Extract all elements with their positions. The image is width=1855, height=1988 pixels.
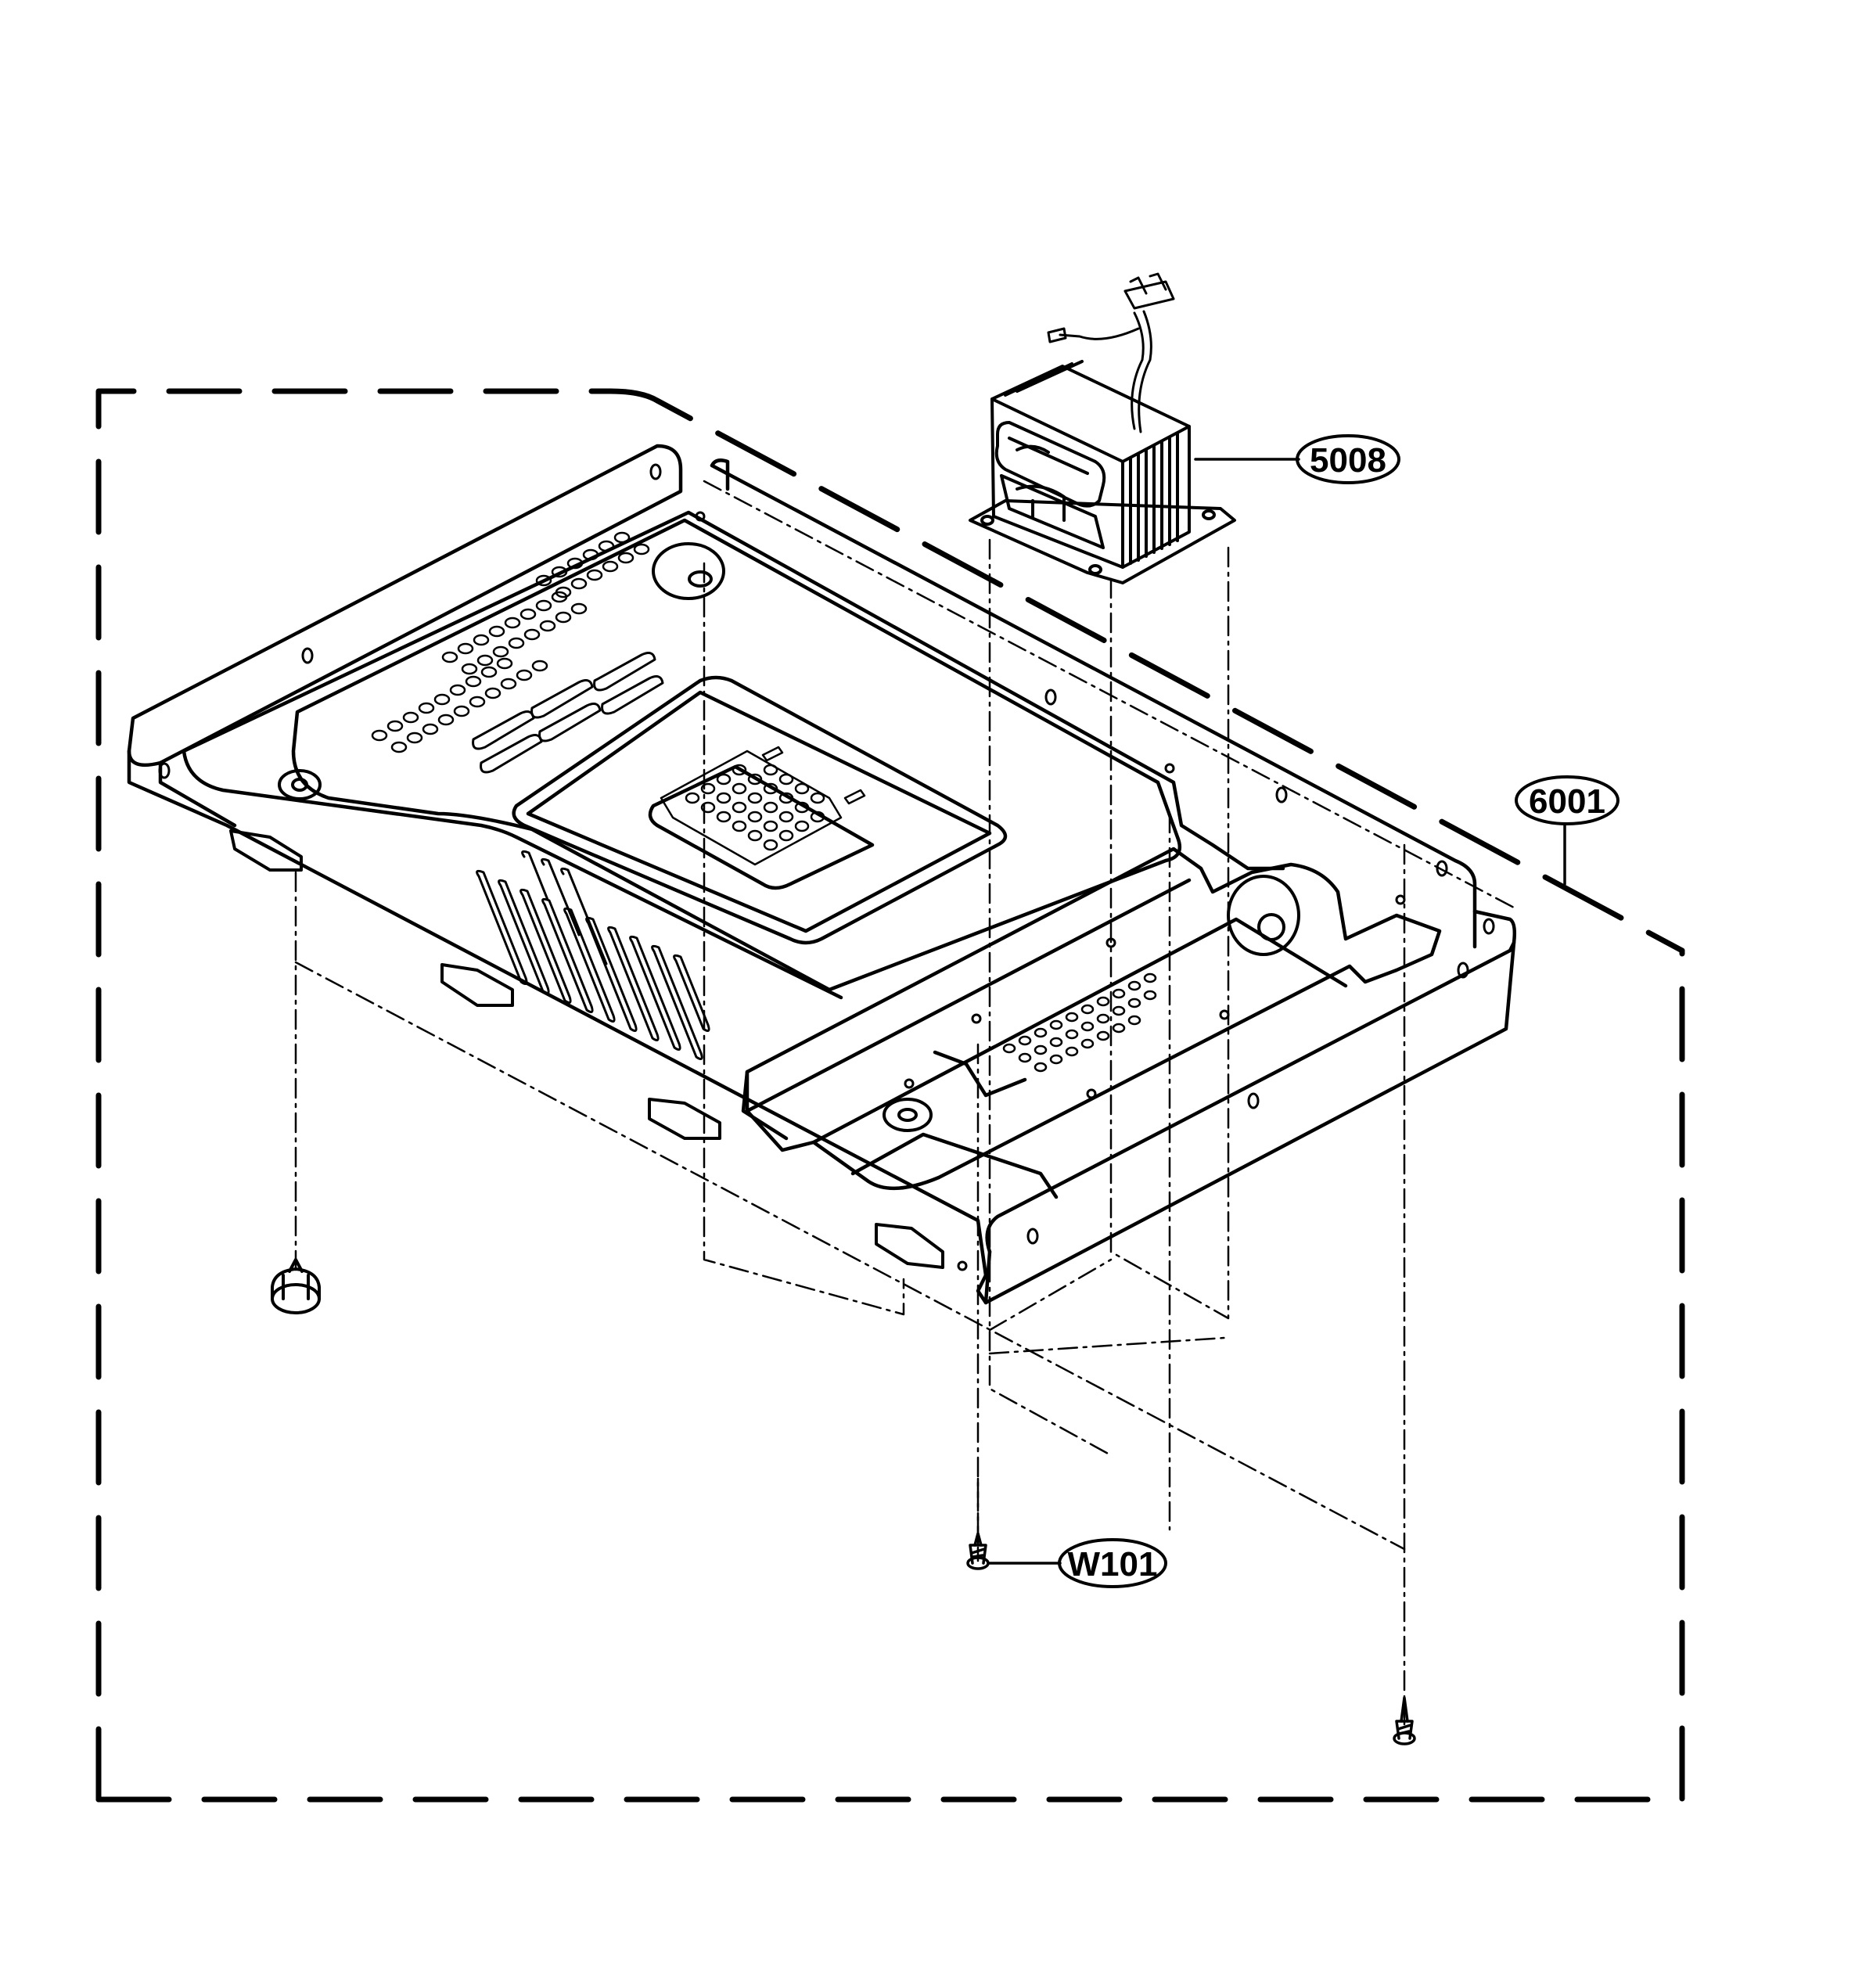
rubber-foot [271, 1258, 321, 1314]
base-plate [127, 444, 1517, 1305]
callout-6001: 6001 [1515, 775, 1620, 825]
screw-w101 [966, 1532, 990, 1570]
callout-leaders [988, 458, 1566, 1565]
assembly-boundary-frame [95, 388, 1685, 1803]
louvres-front-left [476, 850, 710, 1061]
screw-right [1393, 1696, 1416, 1745]
vent-holes-right [1002, 972, 1157, 1073]
vent-slots-left [472, 652, 664, 774]
assembly-lines [294, 480, 1515, 1731]
plate-bosses [278, 542, 1300, 1132]
plate-feet [229, 829, 944, 1269]
callout-w101-bubble [1058, 1538, 1167, 1588]
callout-5008-bubble [1296, 434, 1400, 484]
callout-5008: 5008 [1296, 434, 1400, 484]
callout-6001-bubble [1515, 775, 1620, 825]
callout-6001-label: 6001 [1529, 782, 1605, 821]
transformer [969, 272, 1236, 584]
vent-holes-left [371, 531, 650, 753]
callout-5008-label: 5008 [1310, 441, 1386, 480]
vent-holes-center [660, 746, 866, 866]
plate-mounting-holes [158, 463, 1495, 1271]
callout-w101-label: W101 [1068, 1545, 1158, 1584]
callout-w101: W101 [1058, 1538, 1167, 1588]
